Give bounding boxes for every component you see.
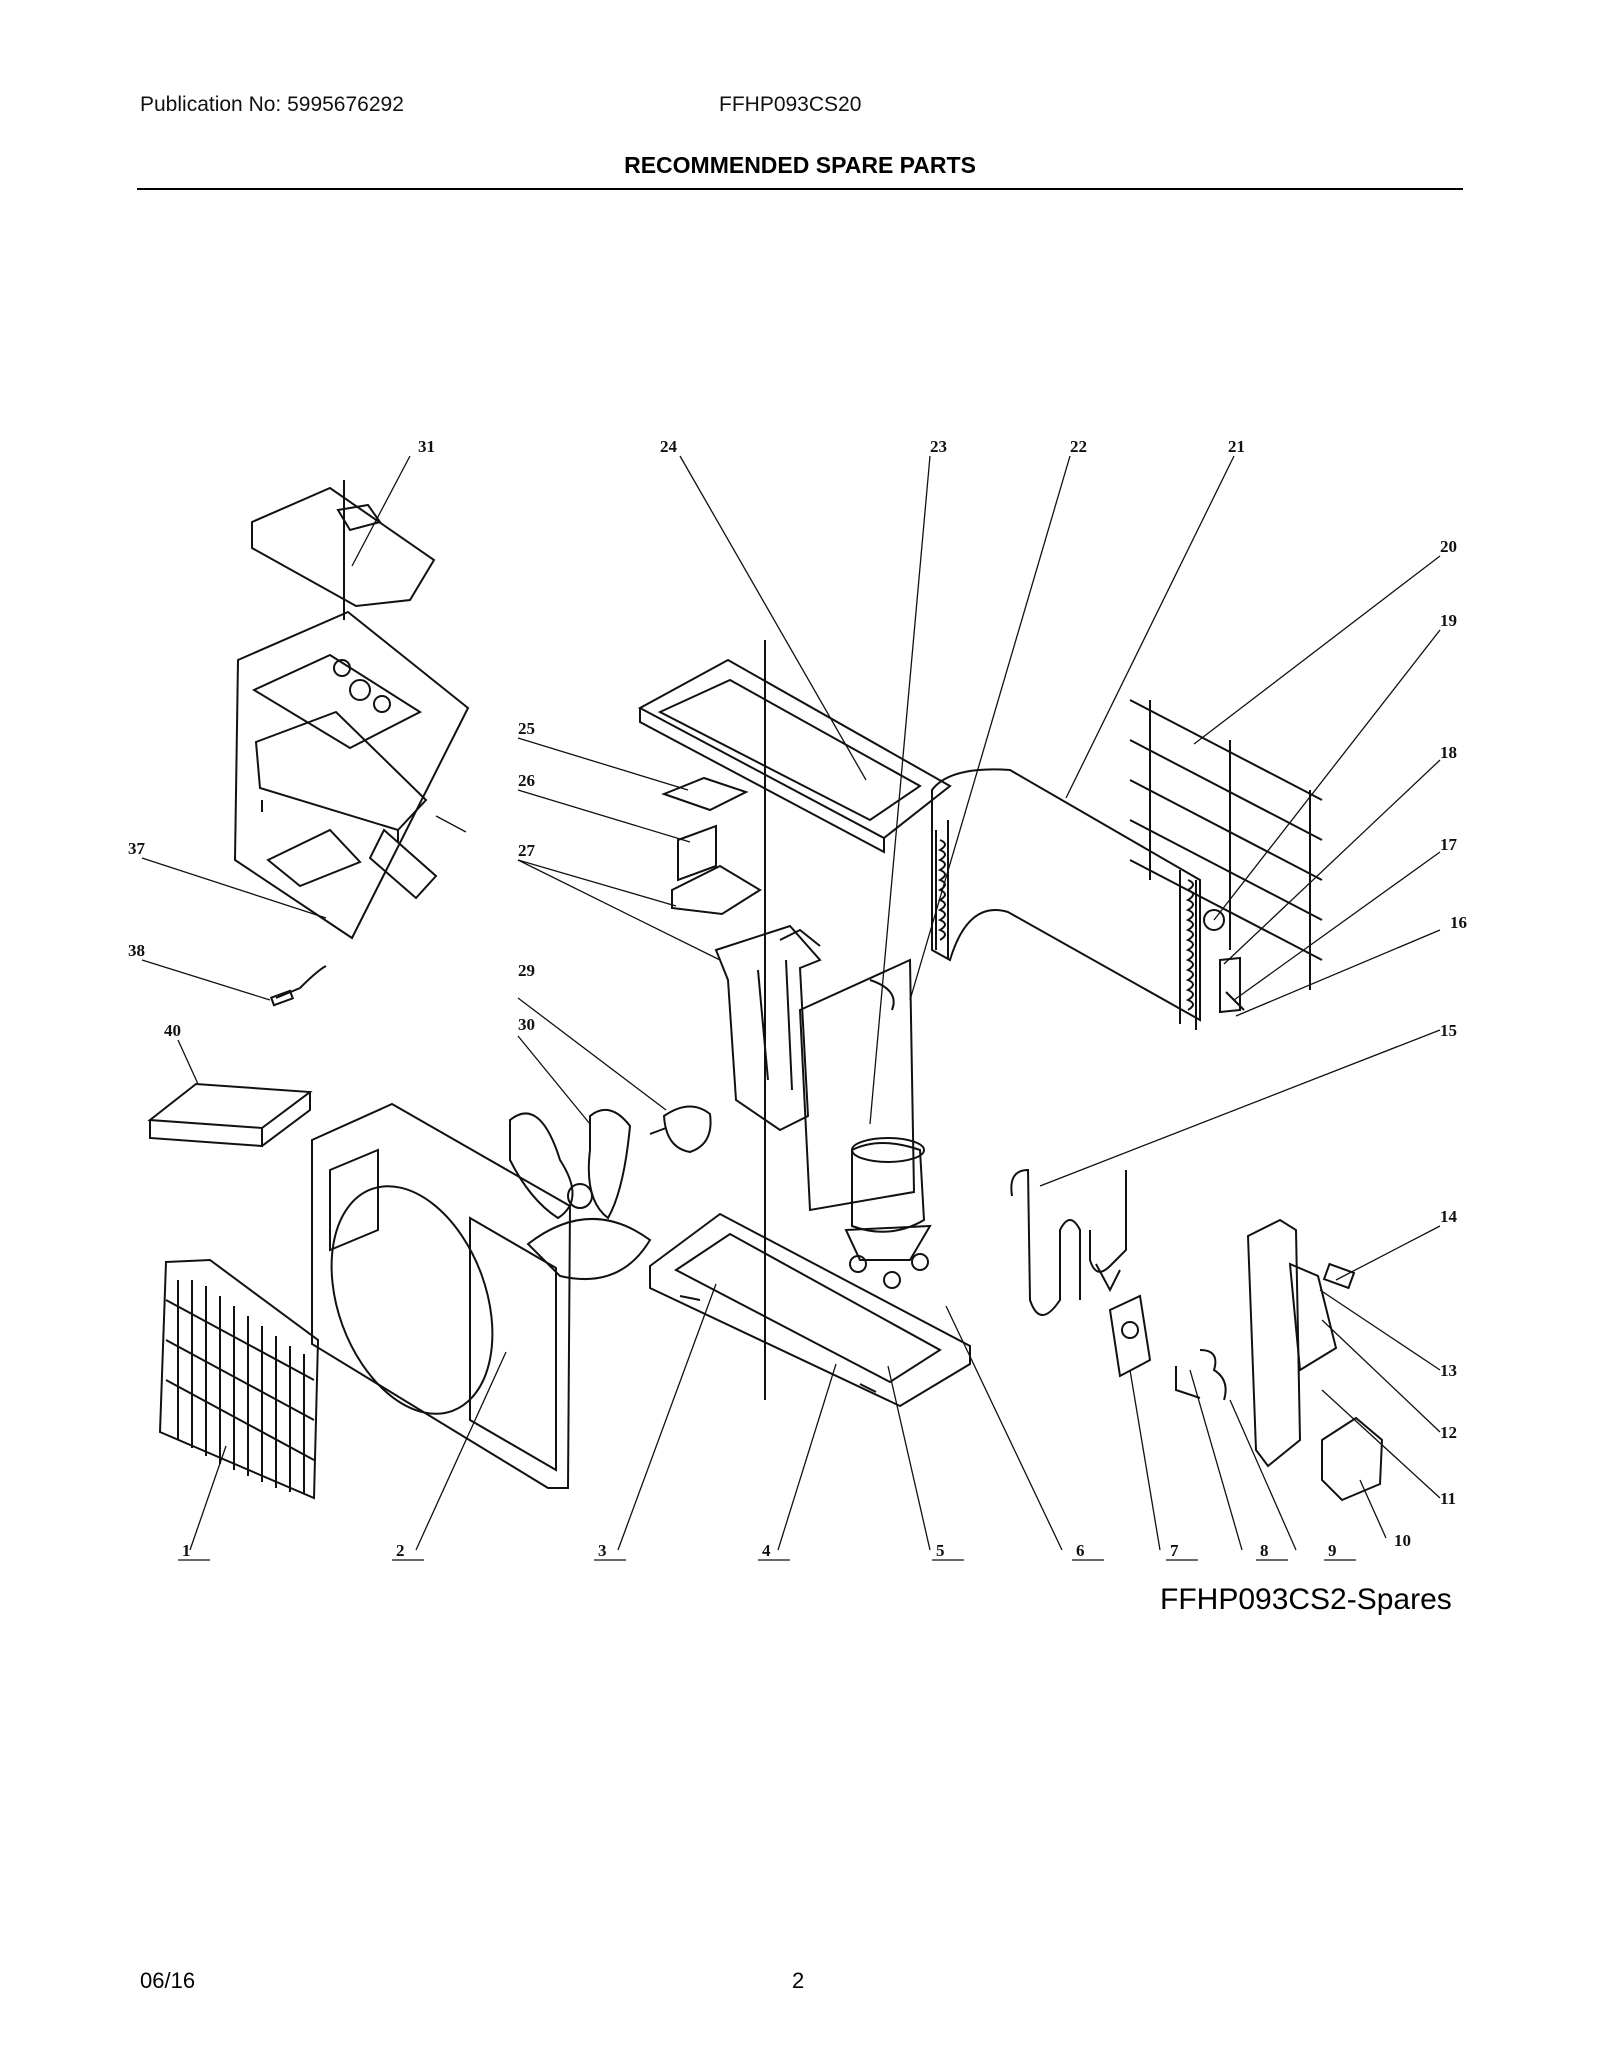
part-38-sensor <box>269 965 327 1007</box>
part-compressor <box>844 1137 932 1289</box>
callout-24: 24 <box>660 437 678 456</box>
part-20-rear-grille <box>1129 699 1323 990</box>
part-40-filter <box>147 1082 313 1148</box>
callout-13: 13 <box>1440 1361 1457 1380</box>
part-29-fan-motor <box>649 1105 712 1154</box>
diagram-caption: FFHP093CS2-Spares <box>1160 1583 1452 1616</box>
callout-7: 7 <box>1170 1541 1179 1560</box>
callout-11: 11 <box>1440 1489 1456 1508</box>
callout-40: 40 <box>164 1021 181 1040</box>
part-30-fan-blade <box>509 1108 652 1280</box>
part-21-condenser <box>931 768 1201 1030</box>
part-13-side-panel <box>1246 1218 1384 1502</box>
part-23-motor-bracket <box>714 924 822 1132</box>
callout-labels: 1 2 3 4 5 6 7 8 9 10 11 12 13 14 15 16 1… <box>128 437 1467 1560</box>
callout-21: 21 <box>1228 437 1245 456</box>
callout-38: 38 <box>128 941 145 960</box>
callout-8: 8 <box>1260 1541 1269 1560</box>
callout-15: 15 <box>1440 1021 1457 1040</box>
header-rule <box>137 188 1463 190</box>
callout-17: 17 <box>1440 835 1458 854</box>
callout-2: 2 <box>396 1541 405 1560</box>
part-22-partition <box>798 958 916 1212</box>
page-title: RECOMMENDED SPARE PARTS <box>624 152 976 178</box>
publication-number: Publication No: 5995676292 <box>140 93 404 116</box>
part-1-front-grille <box>158 1258 320 1500</box>
callout-3: 3 <box>598 1541 607 1560</box>
callout-6: 6 <box>1076 1541 1085 1560</box>
part-24-top-cover <box>637 640 952 1400</box>
part-15-piping <box>1010 1168 1127 1316</box>
part-16-19-valves <box>1203 909 1245 1014</box>
page-number: 2 <box>792 1968 805 1993</box>
part-25-26-27-reactor <box>661 776 762 916</box>
leader-lines <box>141 455 1441 1551</box>
callout-31: 31 <box>418 437 435 456</box>
part-37-control-box <box>233 610 470 940</box>
callout-5: 5 <box>936 1541 945 1560</box>
callout-4: 4 <box>762 1541 771 1560</box>
callout-20: 20 <box>1440 537 1457 556</box>
footer-date: 06/16 <box>140 1968 196 1993</box>
callout-1: 1 <box>182 1541 191 1560</box>
callout-22: 22 <box>1070 437 1087 456</box>
callout-26: 26 <box>518 771 535 790</box>
part-8-9-small-parts <box>1175 1349 1227 1401</box>
part-31-top-cover <box>251 480 436 620</box>
part-2-front-panel <box>311 1102 572 1489</box>
callout-9: 9 <box>1328 1541 1337 1560</box>
model-number: FFHP093CS20 <box>719 93 862 116</box>
part-7-capacitor <box>1108 1294 1152 1378</box>
callout-27: 27 <box>518 841 536 860</box>
callout-29: 29 <box>518 961 535 980</box>
callout-12: 12 <box>1440 1423 1457 1442</box>
callout-37: 37 <box>128 839 146 858</box>
part-3-base-pan <box>649 1212 971 1408</box>
callout-18: 18 <box>1440 743 1457 762</box>
callout-25: 25 <box>518 719 535 738</box>
callout-23: 23 <box>930 437 947 456</box>
callout-10: 10 <box>1394 1531 1411 1550</box>
callout-16: 16 <box>1450 913 1467 932</box>
callout-19: 19 <box>1440 611 1457 630</box>
callout-30: 30 <box>518 1015 535 1034</box>
callout-14: 14 <box>1440 1207 1458 1226</box>
